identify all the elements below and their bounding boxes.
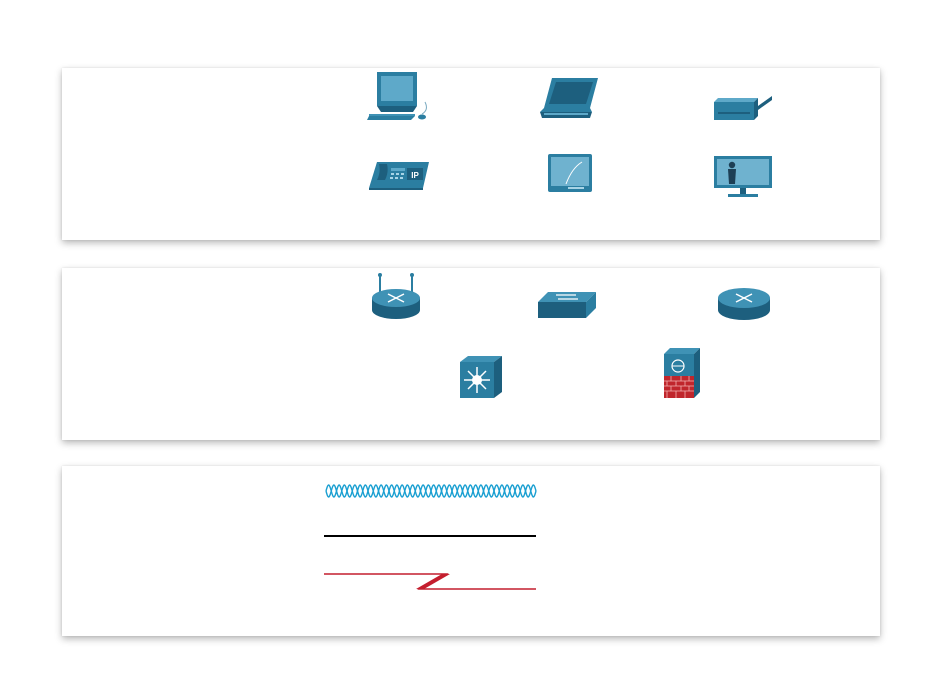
printer-icon [714, 96, 772, 120]
lan-media-icon [324, 535, 536, 537]
wireless-router-icon [372, 273, 420, 319]
intermediary-devices-panel [62, 268, 880, 440]
ip-badge-label: IP [411, 171, 419, 180]
tablet-icon [548, 154, 592, 192]
router-icon [718, 288, 770, 320]
desktop-pc-icon [367, 72, 427, 120]
firewall-icon [664, 348, 700, 398]
end-devices-panel: IP [62, 68, 880, 240]
wireless-media-icon [325, 484, 537, 498]
wan-media-icon [324, 573, 536, 590]
laptop-icon [540, 78, 598, 118]
telepresence-endpoint-icon [714, 156, 772, 197]
ip-phone-icon: IP [369, 162, 429, 190]
lan-switch-icon [538, 292, 596, 318]
multilayer-switch-icon [460, 356, 502, 398]
network-media-panel [62, 466, 880, 636]
